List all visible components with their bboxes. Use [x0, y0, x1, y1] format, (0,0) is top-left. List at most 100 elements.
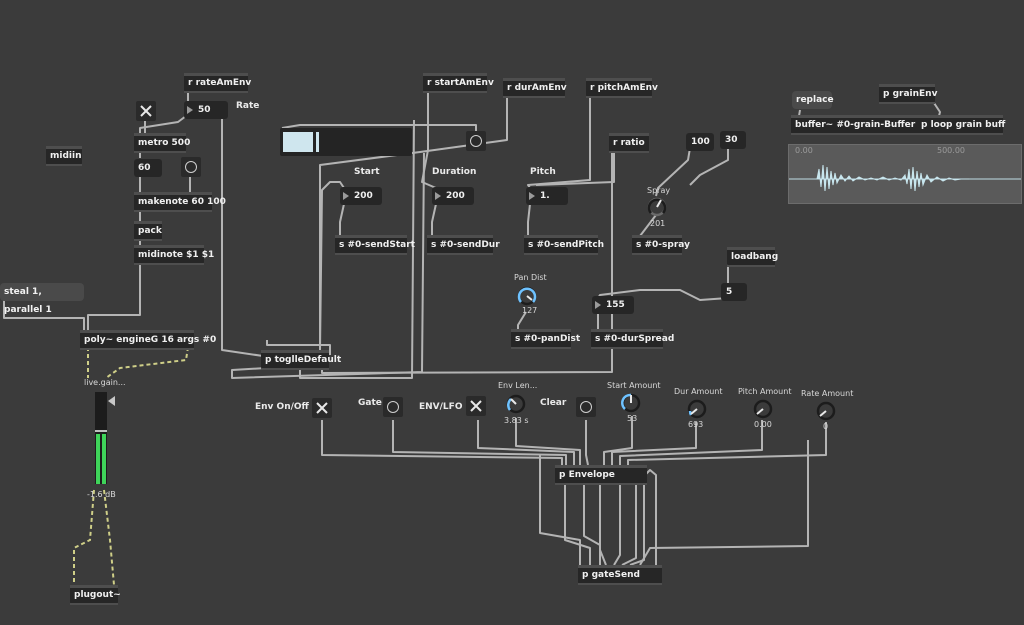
start-label: Start [354, 167, 380, 177]
x-toggle-icon [140, 105, 152, 117]
start-amount-label: Start Amount [607, 381, 661, 390]
gate-button[interactable] [383, 397, 403, 417]
dur-spread-number-box[interactable]: 155 [592, 296, 634, 314]
env-lfo-toggle[interactable] [466, 396, 486, 416]
spray-dial[interactable] [646, 196, 668, 218]
r-pitchAmEnv-object[interactable]: r pitchAmEnv [586, 78, 658, 98]
dur-amount-dial[interactable] [686, 398, 708, 420]
num-5-box[interactable]: 5 [721, 283, 747, 301]
rate-amount-value: 0 [823, 422, 829, 431]
makenote-object[interactable]: makenote 60 100 [134, 192, 226, 212]
metro-toggle[interactable] [136, 101, 156, 121]
pitch-amount-label: Pitch Amount [738, 387, 792, 396]
pitch-number-value: 1. [540, 191, 550, 201]
start-amount-value: 53 [627, 414, 638, 423]
env-length-dial[interactable] [505, 393, 527, 415]
start-amount-dial[interactable] [620, 392, 642, 414]
pitch-amount-dial[interactable] [752, 398, 774, 420]
duration-number-value: 200 [446, 191, 465, 201]
metro-object[interactable]: metro 500 [134, 133, 190, 153]
steal-message[interactable]: steal 1, parallel 1 [0, 283, 84, 315]
start-number-box[interactable]: 200 [340, 187, 382, 205]
pitch-label: Pitch [530, 167, 556, 177]
rate-label: Rate [236, 101, 260, 111]
pan-dist-value: 127 [522, 306, 538, 315]
slider-handle-bar [316, 132, 319, 152]
dur-amount-value: 693 [688, 420, 704, 429]
s-panDist-object[interactable]: s #0-panDist [511, 329, 580, 349]
dur-spread-number-value: 155 [606, 300, 625, 310]
dur-amount-label: Dur Amount [674, 387, 723, 396]
gain-db-readout: -1.6 dB [87, 490, 116, 499]
meter-fill-left [96, 434, 100, 484]
midiin-object[interactable]: midiin [46, 146, 82, 166]
r-startAmEnv-object[interactable]: r startAmEnv [423, 73, 494, 93]
rate-amount-dial[interactable] [815, 400, 837, 422]
s-sendDur-object[interactable]: s #0-sendDur [427, 235, 500, 255]
number-triangle-icon [529, 192, 535, 200]
num-60-box[interactable]: 60 [134, 159, 162, 177]
pack-object[interactable]: pack [134, 221, 162, 241]
p-grainEnv-object[interactable]: p grainEnv [879, 84, 937, 104]
duration-label: Duration [432, 167, 477, 177]
p-toggleDefault-object[interactable]: p toglleDefault [261, 350, 341, 370]
number-triangle-icon [343, 192, 349, 200]
waveform-time-mid: 500.00 [937, 146, 965, 155]
pan-dist-dial[interactable] [516, 285, 538, 307]
r-rateAmEnv-object[interactable]: r rateAmEnv [184, 73, 251, 93]
s-sendPitch-object[interactable]: s #0-sendPitch [524, 235, 604, 255]
rate-number-value: 50 [198, 105, 211, 115]
env-lfo-label: ENV/LFO [419, 402, 463, 412]
gain-slider-arrow-icon[interactable] [108, 396, 115, 406]
number-triangle-icon [187, 106, 193, 114]
meter-top-line [95, 430, 107, 432]
waveform-display[interactable]: 0.00 500.00 [788, 144, 1022, 204]
rate-amount-label: Rate Amount [801, 389, 854, 398]
loadbang-object[interactable]: loadbang [727, 247, 778, 267]
start-number-value: 200 [354, 191, 373, 201]
clear-label: Clear [540, 398, 567, 408]
p-loop-grain-buff: p loop grain buff [921, 120, 1006, 130]
num-30-box[interactable]: 30 [720, 131, 746, 149]
plugout-object[interactable]: plugout~ [70, 585, 121, 605]
env-length-label: Env Len... [498, 381, 538, 390]
number-triangle-icon [435, 192, 441, 200]
position-slider[interactable] [280, 128, 412, 156]
env-onoff-toggle[interactable] [312, 398, 332, 418]
buffer-name: buffer~ #0-grain-Buffer [795, 120, 916, 130]
p-gateSend-object[interactable]: p gateSend [578, 565, 662, 585]
pitch-amount-value: 0.00 [754, 420, 772, 429]
spray-label: Spray [647, 186, 671, 195]
pitch-number-box[interactable]: 1. [526, 187, 568, 205]
slider-handle [313, 132, 315, 152]
spray-value: 201 [650, 219, 666, 228]
x-toggle-icon [316, 402, 328, 414]
midinote-object[interactable]: midinote $1 $1 [134, 245, 214, 265]
number-triangle-icon [595, 301, 601, 309]
env-length-value: 3.83 s [504, 416, 529, 425]
buffer-object[interactable]: buffer~ #0-grain-Buffer p loop grain buf… [791, 115, 1006, 135]
waveform-time-start: 0.00 [795, 146, 813, 155]
clear-button[interactable] [576, 397, 596, 417]
gate-label: Gate [358, 398, 382, 408]
env-onoff-label: Env On/Off [255, 402, 309, 412]
s-durSpread-object[interactable]: s #0-durSpread [591, 329, 674, 349]
r-ratio-object[interactable]: r ratio [609, 133, 649, 153]
replace-message[interactable]: replace [792, 91, 834, 109]
s-sendStart-object[interactable]: s #0-sendStart [335, 235, 415, 255]
slider-fill [283, 132, 313, 152]
live-gain-meter[interactable] [95, 392, 107, 484]
r-durAmEnv-object[interactable]: r durAmEnv [503, 78, 567, 98]
rate-number-box[interactable]: 50 [184, 101, 228, 119]
bang-button[interactable] [181, 157, 201, 177]
x-toggle-icon [470, 400, 482, 412]
s-spray-object[interactable]: s #0-spray [632, 235, 690, 255]
live-gain-label: live.gain... [84, 378, 126, 387]
slider-bang-button[interactable] [466, 131, 486, 151]
num-100-box[interactable]: 100 [686, 133, 714, 151]
p-envelope-object[interactable]: p Envelope [555, 465, 647, 485]
waveform-graphic [789, 164, 1021, 192]
poly-object[interactable]: poly~ engineG 16 args #0 [80, 330, 216, 350]
duration-number-box[interactable]: 200 [432, 187, 474, 205]
pan-dist-label: Pan Dist [514, 273, 547, 282]
